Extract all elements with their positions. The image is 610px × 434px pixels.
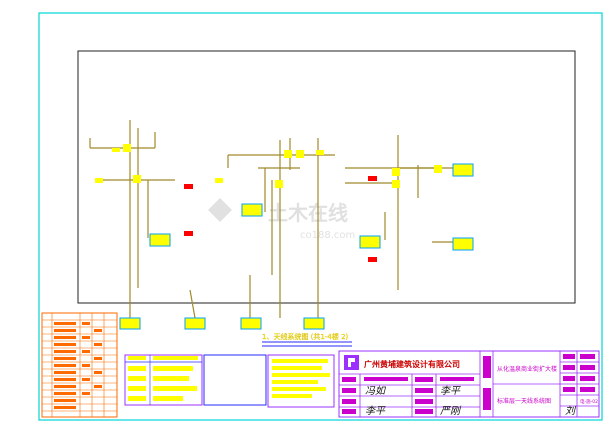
notes-table-right bbox=[203, 354, 335, 408]
svg-text:李平: 李平 bbox=[365, 405, 386, 417]
red-markers bbox=[184, 176, 377, 262]
signatures: 冯如 李平 李平 严刚 刘 bbox=[365, 385, 577, 417]
title-block: 广州黄埔建筑设计有限公司 从化温泉商业街扩大楼 标准层一天线系统图 电-施-02… bbox=[338, 350, 600, 418]
building-outline bbox=[77, 50, 576, 304]
svg-text:严刚: 严刚 bbox=[440, 405, 462, 417]
notes-table-left bbox=[124, 354, 203, 406]
wiring bbox=[89, 120, 460, 319]
svg-text:土木在线: 土木在线 bbox=[268, 201, 348, 225]
svg-text:冯如: 冯如 bbox=[365, 385, 387, 397]
company-logo bbox=[344, 355, 359, 370]
project-name: 从化温泉商业街扩大楼 bbox=[497, 365, 557, 373]
outer-frame bbox=[38, 12, 603, 421]
svg-text:李平: 李平 bbox=[440, 385, 461, 397]
legend-table bbox=[41, 312, 118, 418]
splitters bbox=[95, 144, 442, 188]
sheet-title: 标准层一天线系统图 bbox=[497, 397, 551, 405]
svg-text:1、天线系统图 (共1-4楼 2): 1、天线系统图 (共1-4楼 2) bbox=[262, 332, 349, 341]
sheet-number: 电-施-02 bbox=[580, 398, 598, 405]
section-title: 1、天线系统图 (共1-4楼 2) bbox=[262, 332, 352, 347]
svg-text:co188.com: co188.com bbox=[300, 230, 355, 241]
watermark: 土木在线 co188.com bbox=[208, 198, 355, 241]
svg-text:刘: 刘 bbox=[565, 405, 577, 417]
tv-outlet-boxes bbox=[119, 163, 474, 330]
company-name: 广州黄埔建筑设计有限公司 bbox=[364, 359, 460, 369]
